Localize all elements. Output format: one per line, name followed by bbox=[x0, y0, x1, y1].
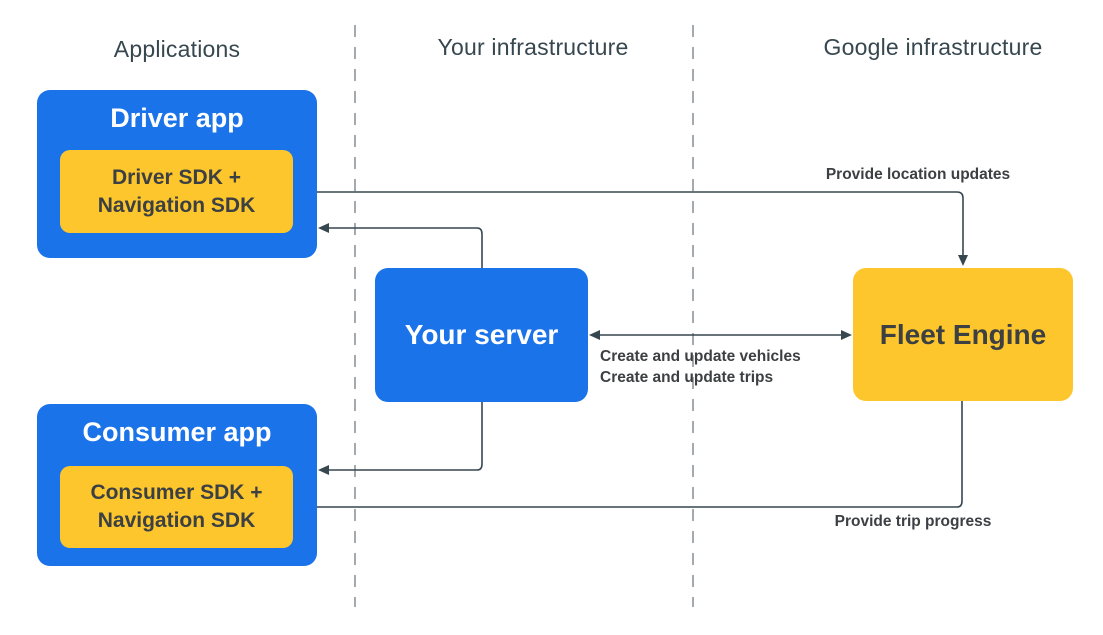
consumer-app-node: Consumer app Consumer SDK + Navigation S… bbox=[37, 404, 317, 566]
consumer-sdk-node: Consumer SDK + Navigation SDK bbox=[60, 466, 293, 548]
edge-server-to-consumer-app bbox=[328, 402, 483, 471]
consumer-app-title: Consumer app bbox=[82, 417, 272, 447]
driver-app-node: Driver app Driver SDK + Navigation SDK bbox=[37, 90, 317, 258]
edge-provide-location-updates bbox=[293, 191, 964, 255]
edge-label-provide-location-updates: Provide location updates bbox=[825, 166, 1011, 183]
column-header-your-infrastructure: Your infrastructure bbox=[437, 34, 629, 60]
edge-label-create-update-trips: Create and update trips bbox=[600, 369, 774, 386]
arrowhead-into-consumer-app bbox=[318, 465, 329, 475]
edge-provide-trip-progress bbox=[303, 401, 963, 508]
edge-server-to-driver-app bbox=[328, 227, 483, 268]
driver-sdk-node: Driver SDK + Navigation SDK bbox=[60, 150, 293, 233]
column-header-google-infrastructure: Google infrastructure bbox=[823, 34, 1043, 60]
edge-label-create-update-vehicles: Create and update vehicles bbox=[600, 348, 801, 365]
fleet-engine-node: Fleet Engine bbox=[853, 268, 1073, 401]
arrowhead-into-fleet-engine-top bbox=[958, 255, 968, 266]
edge-label-provide-trip-progress: Provide trip progress bbox=[834, 513, 992, 530]
your-server-node: Your server bbox=[375, 268, 588, 402]
arrowhead-into-driver-app bbox=[318, 223, 329, 233]
arrowhead-into-your-server bbox=[589, 330, 600, 340]
driver-app-title: Driver app bbox=[110, 103, 244, 133]
arrowhead-into-fleet-engine-left bbox=[841, 330, 852, 340]
edge-label-create-update: Create and update vehicles Create and up… bbox=[600, 346, 801, 388]
column-header-applications: Applications bbox=[113, 36, 241, 62]
